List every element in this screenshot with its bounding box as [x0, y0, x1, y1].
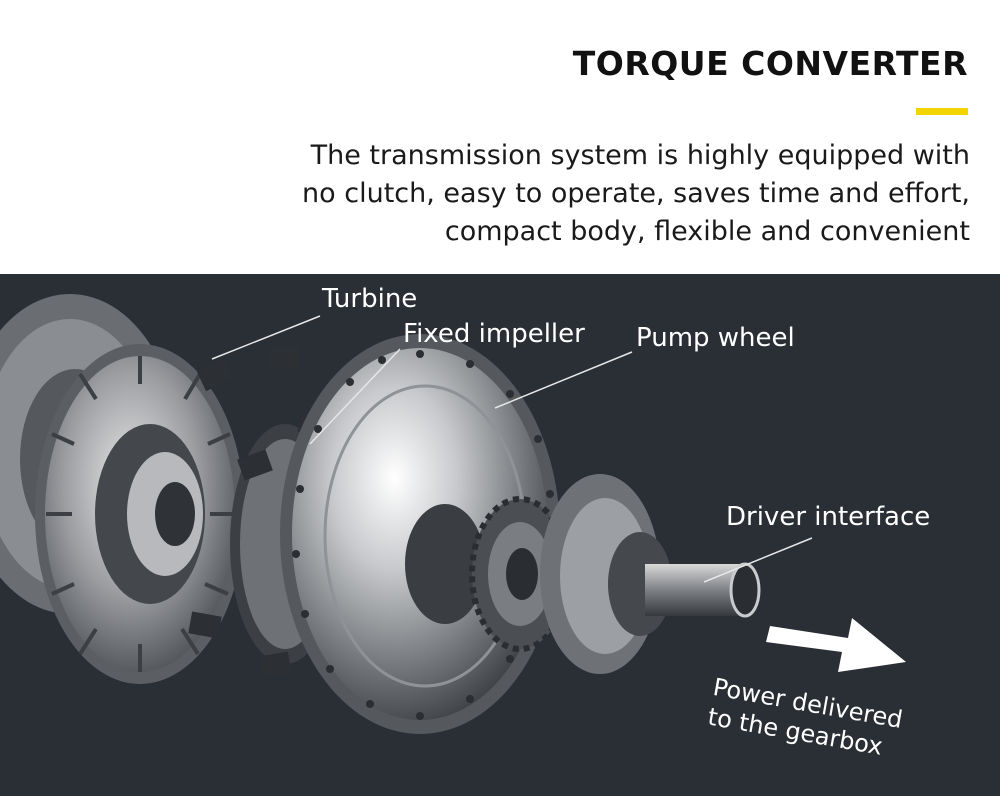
description: The transmission system is highly equipp… [302, 137, 970, 251]
fixed-impeller-label: Fixed impeller [403, 319, 585, 349]
torque-converter-illustration [0, 294, 906, 734]
header-section: TORQUE CONVERTER The transmission system… [0, 0, 1000, 274]
driver-interface-label: Driver interface [726, 502, 931, 532]
description-line-3: compact body, flexible and convenient [444, 216, 970, 247]
driver-interface-part [540, 474, 761, 674]
turbine-label: Turbine [322, 284, 418, 314]
turbine-leader-line [211, 315, 321, 360]
title-accent-bar [916, 108, 968, 115]
description-line-1: The transmission system is highly equipp… [310, 140, 970, 171]
fixed-impeller-leader-line [309, 348, 401, 445]
exploded-view-panel: Turbine Fixed impeller Pump wheel Driver… [0, 274, 1000, 796]
turbine-part [35, 344, 245, 684]
pump-wheel-label: Pump wheel [636, 323, 795, 353]
description-line-2: no clutch, easy to operate, saves time a… [302, 178, 970, 209]
power-direction-arrow [766, 618, 906, 672]
driver-interface-leader-line [703, 537, 813, 583]
pump-wheel-leader-line [494, 351, 633, 409]
gear-part [469, 496, 571, 652]
pump-wheel-part [280, 334, 560, 734]
page-title: TORQUE CONVERTER [572, 44, 968, 83]
leader-lines [211, 315, 813, 583]
